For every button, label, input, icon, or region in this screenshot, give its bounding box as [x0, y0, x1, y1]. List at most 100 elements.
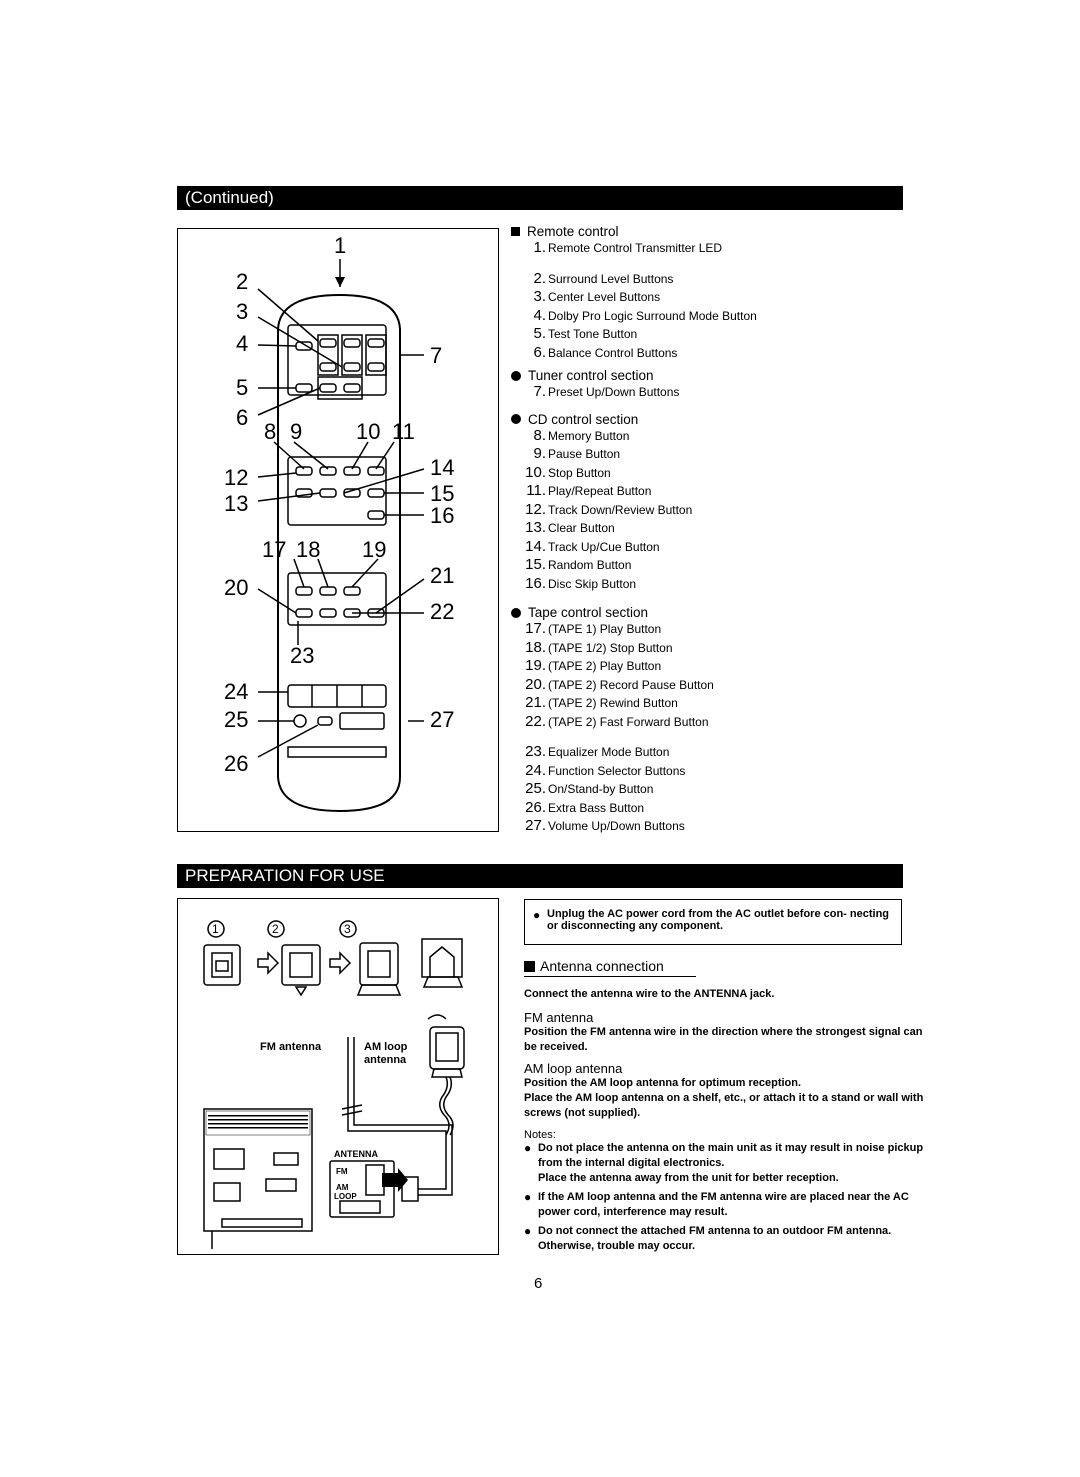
list-item: 26.Extra Bass Button — [525, 798, 645, 816]
remote-control-diagram — [257, 259, 425, 813]
callout-13: 13 — [224, 491, 249, 516]
callout-22: 22 — [430, 599, 455, 624]
am-antenna-heading: AM loop antenna — [524, 1061, 623, 1076]
fm-antenna-text: Position the FM antenna wire in the dire… — [524, 1026, 923, 1053]
list-item: 9.Pause Button — [533, 445, 621, 462]
callout-2: 2 — [236, 269, 249, 294]
list-item: 21.(TAPE 2) Rewind Button — [525, 694, 678, 711]
step-1-label: 1 — [212, 922, 219, 936]
continued-label: (Continued) — [185, 188, 274, 207]
list-item: 2.Surround Level Buttons — [533, 269, 674, 287]
list-item: 12.Track Down/Review Button — [525, 500, 693, 518]
callout-7: 7 — [430, 343, 443, 368]
callout-14: 14 — [430, 455, 455, 480]
antenna-section: Antenna connection Connect the antenna w… — [524, 958, 936, 1254]
callout-1: 1 — [334, 233, 347, 258]
preparation-title: PREPARATION FOR USE — [185, 866, 385, 885]
callout-11: 11 — [392, 419, 415, 444]
step-2-label: 2 — [272, 922, 279, 936]
remote-control-list: Remote control 1.Remote Control Transmit… — [508, 224, 908, 836]
list-item: 25.On/Stand-by Button — [525, 780, 654, 797]
list-item: 18.(TAPE 1/2) Stop Button — [525, 638, 673, 656]
round-bullet-icon — [511, 370, 521, 381]
step-3-label: 3 — [344, 922, 351, 936]
list-item: 10.Stop Button — [525, 463, 611, 481]
callout-12: 12 — [224, 465, 249, 490]
callout-5: 5 — [236, 375, 249, 400]
cd-section-heading: CD control section — [508, 412, 908, 427]
callout-17: 17 — [262, 537, 287, 562]
callout-9: 9 — [290, 419, 303, 444]
callout-3: 3 — [236, 299, 249, 324]
am-antenna-label: AM loop antenna — [364, 1041, 408, 1066]
callout-6: 6 — [236, 405, 249, 430]
callout-4: 4 — [236, 331, 249, 356]
callout-23: 23 — [290, 643, 315, 668]
list-item: 17.(TAPE 1) Play Button — [525, 620, 662, 637]
callout-20: 20 — [224, 575, 249, 600]
am-antenna-text-1: Position the AM loop antenna for optimum… — [524, 1077, 802, 1089]
callout-27: 27 — [430, 707, 455, 732]
am-antenna-text-2: Place the AM loop antenna on a shelf, et… — [524, 1092, 924, 1119]
list-item: 3.Center Level Buttons — [533, 288, 661, 305]
preparation-header: PREPARATION FOR USE — [177, 864, 903, 888]
list-item: 22.(TAPE 2) Fast Forward Button — [525, 712, 709, 730]
list-item: 5.Test Tone Button — [533, 325, 638, 342]
jack-fm-label: FM — [336, 1167, 348, 1176]
list-item: 8.Memory Button — [533, 426, 630, 444]
square-bullet-icon — [511, 227, 520, 236]
remote-illustration-box: 1 2 3 4 5 6 7 8 9 10 11 12 13 14 15 16 1… — [177, 228, 499, 832]
list-item: 27.Volume Up/Down Buttons — [525, 817, 685, 834]
page-number: 6 — [534, 1275, 543, 1292]
callout-24: 24 — [224, 679, 249, 704]
list-item: 14.Track Up/Cue Button — [525, 537, 660, 555]
connect-instruction: Connect the antenna wire to the ANTENNA … — [524, 988, 775, 1000]
antenna-illustration-box: 1 2 3 FM antenna AM loop antenna ANTENNA… — [177, 898, 499, 1255]
fm-antenna-label: FM antenna — [260, 1041, 322, 1053]
continued-header: (Continued) — [177, 186, 903, 210]
tape-section-heading: Tape control section — [508, 605, 908, 620]
callout-25: 25 — [224, 707, 249, 732]
round-bullet-icon: ● — [524, 1141, 532, 1155]
list-item: 4.Dolby Pro Logic Surround Mode Button — [533, 306, 757, 324]
callout-19: 19 — [362, 537, 387, 562]
remote-control-heading: Remote control — [508, 224, 908, 239]
round-bullet-icon: ● — [524, 1224, 532, 1238]
note-item: ● Do not connect the attached FM antenna… — [524, 1224, 892, 1252]
warning-text: Unplug the AC power cord from the AC out… — [547, 908, 890, 932]
list-item: 16.Disc Skip Button — [525, 574, 637, 592]
callout-26: 26 — [224, 751, 249, 776]
callout-21: 21 — [430, 563, 455, 588]
antenna-connection-diagram — [203, 920, 465, 1249]
list-item: 19.(TAPE 2) Play Button — [525, 657, 662, 674]
callout-15: 15 — [430, 481, 455, 506]
fm-antenna-heading: FM antenna — [524, 1010, 594, 1025]
note-item: ● If the AM loop antenna and the FM ante… — [524, 1190, 909, 1218]
round-bullet-icon — [511, 607, 521, 618]
list-item: 7.Preset Up/Down Buttons — [533, 383, 680, 400]
round-bullet-icon: ● — [533, 908, 541, 922]
warning-text-row: ● Unplug the AC power cord from the AC o… — [533, 908, 893, 932]
list-item: 23.Equalizer Mode Button — [525, 743, 670, 760]
round-bullet-icon — [511, 414, 521, 424]
list-item: 15.Random Button — [525, 556, 632, 573]
note-item: ● Do not place the antenna on the main u… — [524, 1141, 924, 1184]
notes-heading: Notes: — [524, 1129, 556, 1141]
list-item: 13.Clear Button — [525, 519, 615, 536]
list-item: 6.Balance Control Buttons — [533, 343, 678, 361]
antenna-jack-title: ANTENNA — [334, 1149, 378, 1159]
callout-8: 8 — [264, 419, 277, 444]
round-bullet-icon: ● — [524, 1190, 532, 1204]
callout-18: 18 — [296, 537, 321, 562]
jack-am-label: AM — [336, 1183, 349, 1192]
jack-loop-label: LOOP — [334, 1192, 357, 1201]
callout-10: 10 — [356, 419, 381, 444]
square-bullet-icon — [524, 960, 535, 972]
list-item: 20.(TAPE 2) Record Pause Button — [525, 675, 714, 693]
list-item: 24.Function Selector Buttons — [525, 761, 686, 779]
callout-16: 16 — [430, 503, 455, 528]
antenna-connection-heading: Antenna connection — [524, 958, 696, 977]
list-item: 1.Remote Control Transmitter LED — [533, 239, 723, 256]
tuner-section-heading: Tuner control section — [508, 368, 908, 383]
list-item: 11.Play/Repeat Button — [526, 482, 652, 499]
